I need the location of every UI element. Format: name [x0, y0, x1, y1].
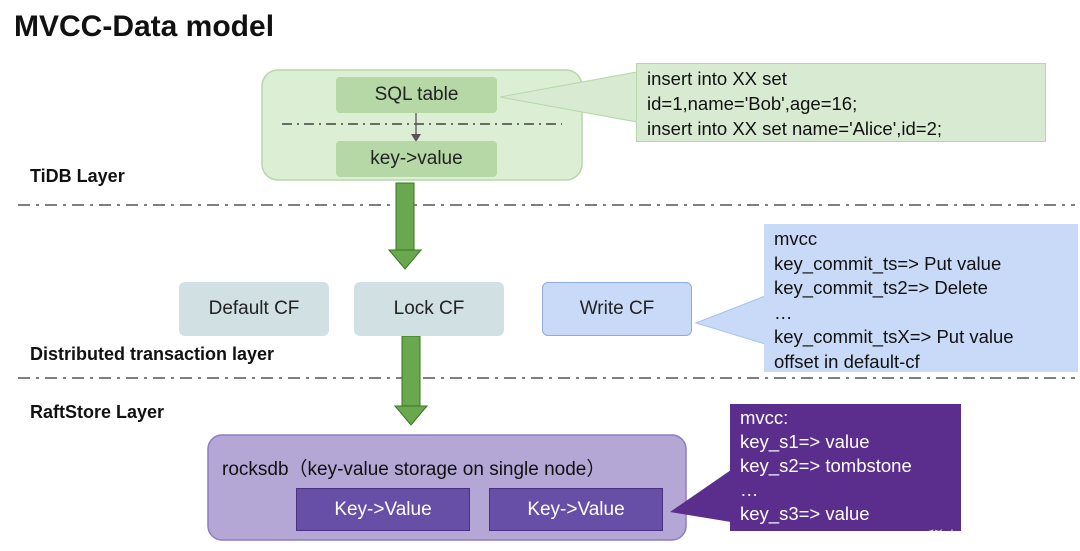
- sql-to-kv-arrow-head: [411, 134, 421, 142]
- write-cf-note: mvcc key_commit_ts=> Put value key_commi…: [764, 224, 1078, 372]
- rocksdb-label: rocksdb（key-value storage on single node…: [222, 459, 606, 480]
- raft-note-line: key_s1=> value: [740, 431, 870, 452]
- tidb-note-line: insert into XX set: [647, 68, 787, 89]
- default-cf-box: Default CF: [179, 282, 329, 336]
- page-title: MVCC-Data model: [14, 10, 275, 43]
- raft-note-line: key_s3=> value: [740, 503, 870, 524]
- lock-cf-box: Lock CF: [354, 282, 504, 336]
- key-value-box: key->value: [336, 141, 497, 177]
- raft-note-pointer: [670, 470, 731, 522]
- txn-layer-label: Distributed transaction layer: [30, 344, 275, 364]
- tidb-layer-label: TiDB Layer: [30, 166, 125, 186]
- write-note-line: key_commit_ts=> Put value: [774, 252, 1002, 274]
- write-note-line: mvcc: [774, 228, 818, 249]
- write-cf-box: Write CF: [542, 282, 692, 336]
- raft-note-line: mvcc:: [740, 407, 789, 428]
- write-note-line: key_commit_ts2=> Delete: [774, 277, 988, 298]
- write-note-pointer: [694, 295, 766, 345]
- raft-mvcc-note: mvcc: key_s1=> value key_s2=> tombstone …: [730, 404, 961, 531]
- down-arrow-1: [387, 182, 423, 270]
- rocksdb-kv-box-2: Key->Value: [489, 488, 663, 531]
- down-arrow-2: [393, 335, 429, 426]
- tidb-note-line: insert into XX set name='Alice',id=2;: [647, 118, 942, 139]
- rocksdb-kv-box-1: Key->Value: [296, 488, 470, 531]
- write-note-line: …: [774, 301, 793, 323]
- write-note-line: offset in default-cf: [774, 350, 920, 372]
- tidb-note-line: id=1,name='Bob',age=16;: [647, 93, 858, 114]
- raft-layer-label: RaftStore Layer: [30, 402, 165, 422]
- raft-note-line: …: [740, 479, 759, 500]
- raft-note-line: key_s2=> tombstone: [740, 455, 912, 476]
- tidb-sql-note: insert into XX set id=1,name='Bob',age=1…: [636, 63, 1046, 142]
- sql-table-box: SQL table: [336, 77, 497, 113]
- watermark: @稀土掘金技术社区: [912, 528, 1057, 547]
- write-note-line: key_commit_tsX=> Put value: [774, 326, 1014, 347]
